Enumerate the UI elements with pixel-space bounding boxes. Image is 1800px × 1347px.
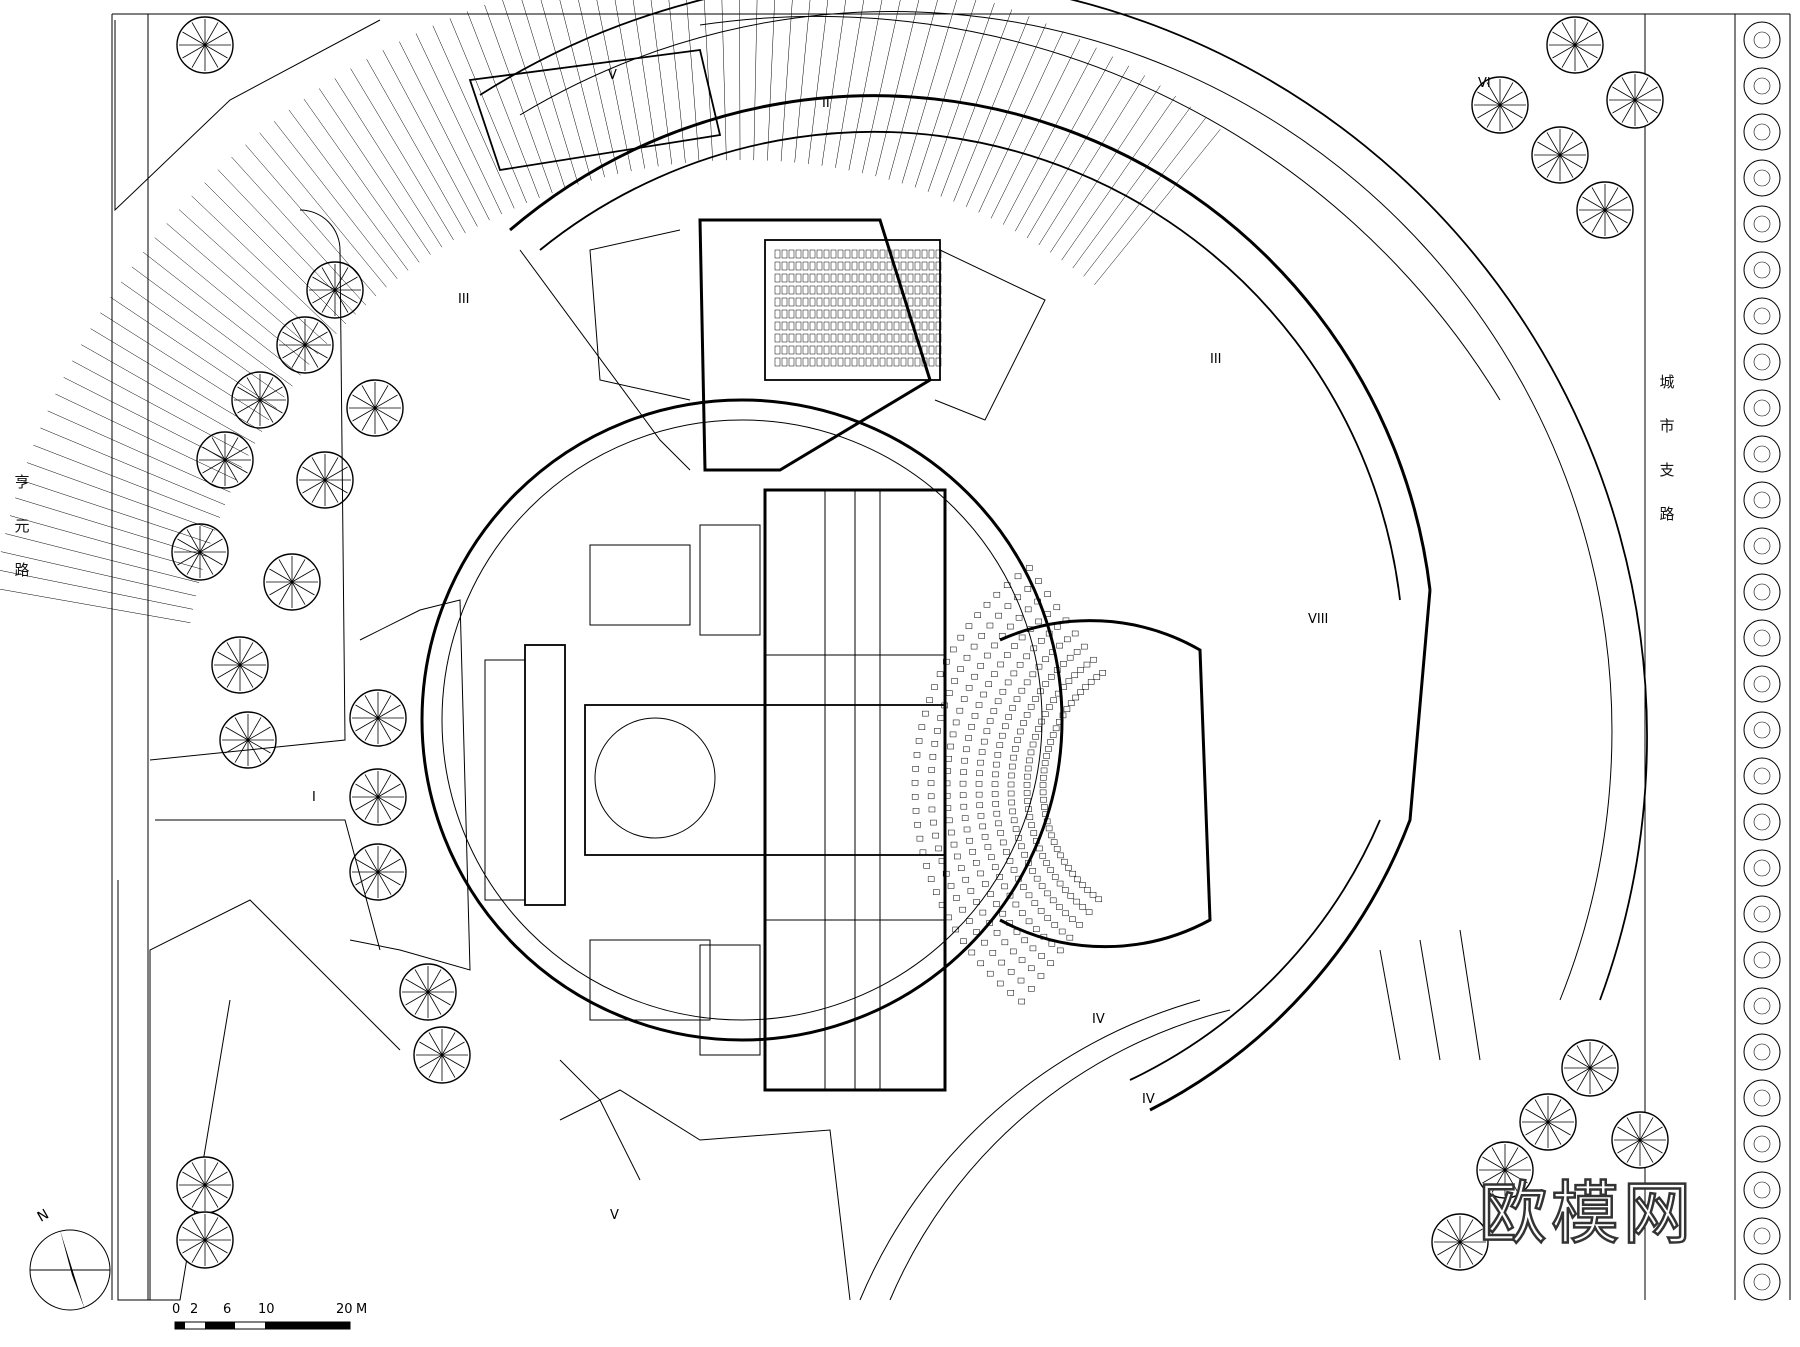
watermark-text: 欧模网 — [1478, 1174, 1695, 1256]
tree-icon — [346, 379, 404, 437]
tree-icon — [1471, 76, 1529, 134]
section-mark-1: V — [608, 68, 617, 83]
plaza-step-lines — [0, 0, 1221, 624]
street-tree-icon — [1743, 297, 1781, 335]
street-tree-icon — [1743, 481, 1781, 519]
street-tree-icon — [1743, 1171, 1781, 1209]
street-tree-icon — [1743, 1125, 1781, 1163]
scale-tick-20: 20 — [336, 1302, 353, 1317]
tree-icon — [1576, 181, 1634, 239]
north-hall — [589, 218, 1046, 472]
section-mark-8: V — [610, 1208, 619, 1223]
scale-tick-6: 6 — [223, 1302, 232, 1317]
section-mark-9: VI — [1478, 76, 1491, 91]
southeast-ramps — [1379, 929, 1481, 1061]
tree-icon — [349, 843, 407, 901]
street-tree-icon — [1743, 205, 1781, 243]
tree-icon — [1431, 1213, 1489, 1271]
west-parking-strips — [114, 19, 401, 1301]
tree-icon — [1519, 1093, 1577, 1151]
street-tree-icon — [1743, 757, 1781, 795]
tree-icon — [349, 689, 407, 747]
section-mark-3: III — [458, 292, 470, 307]
scale-bar — [174, 1321, 351, 1330]
tree-icon — [296, 451, 354, 509]
site-boundary — [111, 13, 1791, 1300]
south-entrance — [559, 1059, 851, 1301]
tree-icon — [176, 16, 234, 74]
tree-icon — [399, 963, 457, 1021]
street-tree-icon — [1743, 849, 1781, 887]
tree-icon — [1546, 16, 1604, 74]
street-tree-icon — [1743, 941, 1781, 979]
tree-icon — [211, 636, 269, 694]
street-tree-icon — [1743, 619, 1781, 657]
tree-icon — [196, 431, 254, 489]
scale-tick-2: 2 — [190, 1302, 199, 1317]
road-label-east: 城市支路 — [1659, 373, 1675, 523]
tree-icon — [1561, 1039, 1619, 1097]
scale-tick-0: 0 — [172, 1302, 181, 1317]
street-tree-icon — [1743, 435, 1781, 473]
street-tree-icon — [1743, 1217, 1781, 1255]
tree-icon — [231, 371, 289, 429]
section-mark-4: III — [1210, 352, 1222, 367]
building-outline — [420, 94, 1432, 1112]
road-label-west: 亨元路 — [14, 473, 30, 579]
street-tree-icon — [1743, 665, 1781, 703]
street-tree-icon — [1743, 113, 1781, 151]
street-tree-icon — [1743, 803, 1781, 841]
tree-icon — [171, 523, 229, 581]
street-tree-icon — [1743, 573, 1781, 611]
tree-icon — [1476, 1141, 1534, 1199]
street-tree-icon — [1743, 67, 1781, 105]
tree-icon — [1606, 71, 1664, 129]
tree-icon — [413, 1026, 471, 1084]
tree-icon — [306, 261, 364, 319]
street-tree-icon — [1743, 527, 1781, 565]
street-tree-icon — [1743, 1033, 1781, 1071]
west-wing-rooms — [484, 524, 761, 1056]
east-plaza-arcs — [479, 0, 1648, 1301]
tree-icon — [219, 711, 277, 769]
scale-tick-10: 10 — [258, 1302, 275, 1317]
street-tree-icon — [1743, 159, 1781, 197]
tree-icon — [176, 1156, 234, 1214]
street-tree-icon — [1743, 711, 1781, 749]
street-tree-icon — [1743, 1263, 1781, 1301]
tree-icon — [349, 768, 407, 826]
scale-unit: M — [356, 1302, 368, 1317]
tree-icon — [263, 553, 321, 611]
street-tree-icon — [1743, 21, 1781, 59]
tree-icon — [1611, 1111, 1669, 1169]
tree-icon — [176, 1211, 234, 1269]
section-mark-10: VIII — [1308, 612, 1329, 627]
site-trees — [171, 16, 1669, 1271]
street-tree-icon — [1743, 251, 1781, 289]
street-tree-icon — [1743, 987, 1781, 1025]
street-tree-icon — [1743, 343, 1781, 381]
west-entrance-area — [149, 209, 471, 971]
section-mark-2: II — [822, 96, 830, 111]
northwest-entry — [468, 49, 722, 471]
section-mark-7: IV — [1142, 1092, 1155, 1107]
tree-icon — [1531, 126, 1589, 184]
east-street-trees — [1743, 21, 1781, 1301]
section-mark-5: I — [312, 790, 316, 805]
street-tree-icon — [1743, 895, 1781, 933]
street-tree-icon — [1743, 1079, 1781, 1117]
street-tree-icon — [1743, 389, 1781, 427]
main-auditorium — [911, 565, 1212, 1005]
section-mark-6: IV — [1092, 1012, 1105, 1027]
north-arrow-icon — [29, 1229, 111, 1311]
stage-grid — [584, 488, 947, 1092]
